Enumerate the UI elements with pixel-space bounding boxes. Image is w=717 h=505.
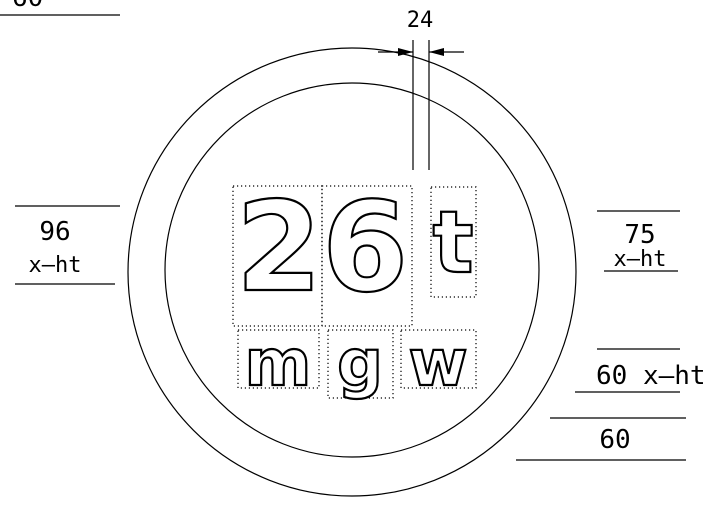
letter-w-box xyxy=(400,329,477,389)
spacing-arrowhead-right xyxy=(429,48,444,56)
top-left-partial-label: 60 xyxy=(12,0,43,13)
sign-legend-glyphs: 26 t m g w xyxy=(235,175,475,402)
top-left-dimension: 60 xyxy=(0,0,120,16)
right-bottom-dimension: 60 xyxy=(516,417,686,461)
spacing-arrowhead-left xyxy=(398,48,413,56)
glyph-boxes xyxy=(232,185,477,399)
inner-ring xyxy=(164,82,540,458)
letter-m-box xyxy=(237,329,320,389)
weight-numerals: 26 xyxy=(236,176,409,320)
outer-ring xyxy=(127,47,577,497)
right-mid-dimension: 60 x–ht xyxy=(575,348,706,393)
letter-t-box xyxy=(430,186,477,298)
spacing-label: 24 xyxy=(407,8,434,33)
letter-w: w xyxy=(408,327,467,401)
right-mid-label: 60 x–ht xyxy=(596,361,706,391)
left-dimension-value: 96 xyxy=(39,217,70,247)
left-dimension: 96 x–ht xyxy=(15,205,120,285)
right-top-value: 75 xyxy=(624,220,655,250)
letter-m: m xyxy=(245,327,312,401)
numeral-2-box xyxy=(232,185,323,327)
right-bottom-value: 60 xyxy=(599,425,630,455)
spacing-dimension: 24 xyxy=(378,8,464,170)
numeral-6-box xyxy=(321,185,413,327)
right-top-dimension: 75 x–ht xyxy=(597,210,680,272)
left-dimension-note: x–ht xyxy=(29,253,82,278)
letter-g-box xyxy=(327,329,394,399)
letter-g: g xyxy=(337,327,383,401)
right-top-note: x–ht xyxy=(614,247,667,272)
weight-unit-t: t xyxy=(432,193,473,293)
